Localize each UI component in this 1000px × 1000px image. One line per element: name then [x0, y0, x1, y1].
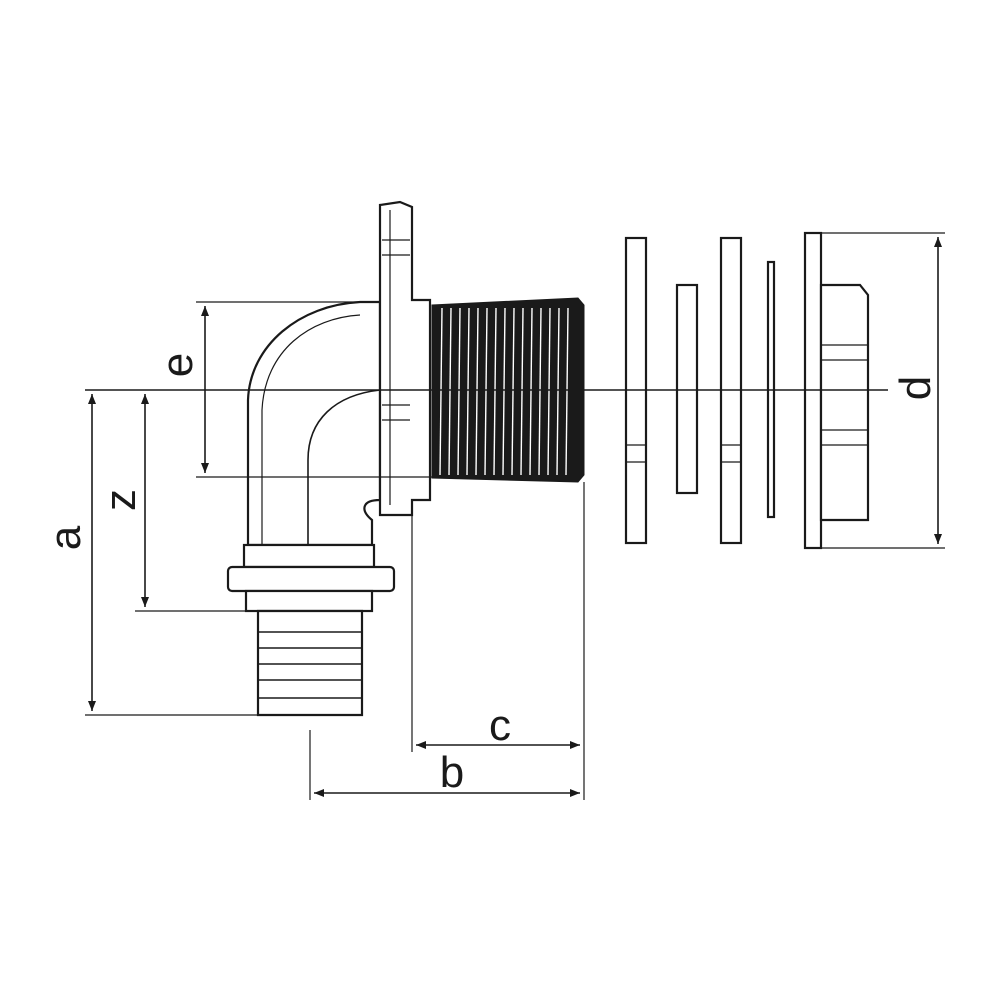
- dimension-b-label: b: [440, 748, 464, 797]
- thread-ridge: [538, 307, 542, 476]
- dimension-c-label: c: [489, 701, 511, 750]
- dimension-z-label: z: [96, 489, 145, 511]
- thread-ridge: [457, 307, 461, 476]
- thread-ridge: [565, 307, 569, 476]
- dimension-a-label: a: [41, 525, 90, 550]
- thread-ridge: [493, 307, 497, 476]
- thread-ridge: [547, 307, 551, 476]
- thread-ridge: [556, 307, 560, 476]
- extension-lines: [85, 232, 945, 800]
- thread-ridge: [502, 307, 506, 476]
- dimension-d-label: d: [891, 376, 940, 400]
- thread-ridge: [529, 307, 533, 476]
- dimension-lines: [88, 237, 942, 797]
- thread-ridge: [511, 307, 515, 476]
- dimension-e-label: e: [153, 353, 202, 377]
- thread-ridge: [520, 307, 524, 476]
- thread-ridge: [439, 307, 443, 476]
- thread-ridge: [448, 307, 452, 476]
- gasket-2: [675, 283, 699, 495]
- press-socket: [226, 543, 396, 717]
- elbow-body: [246, 300, 382, 547]
- thread-ridge: [484, 307, 488, 476]
- wall-flange: [378, 200, 432, 517]
- thread-ridge: [475, 307, 479, 476]
- thread-ridge: [466, 307, 470, 476]
